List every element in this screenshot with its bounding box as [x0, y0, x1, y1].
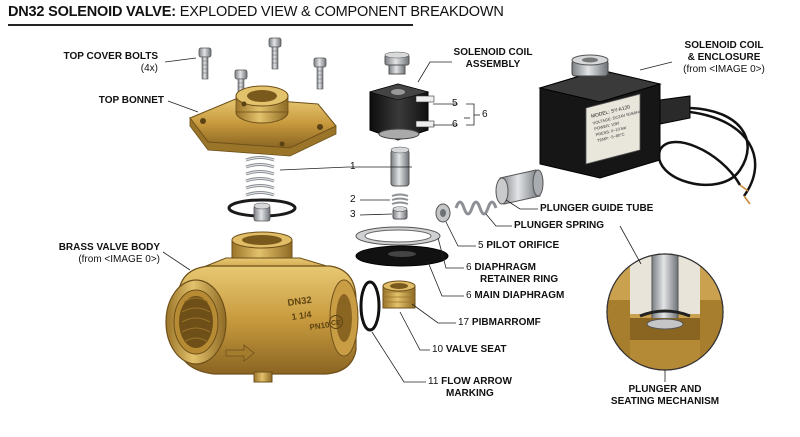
callout-1: 1	[350, 161, 356, 172]
label-main-diaphragm-text: MAIN DIAPHRAGM	[474, 290, 565, 301]
label-brass-valve-body-text: BRASS VALVE BODY	[58, 242, 160, 253]
label-top-bonnet: TOP BONNET	[98, 95, 164, 106]
label-flow-arrow-num: 11	[428, 376, 439, 387]
label-diaphragm-retainer-ring: 6 DIAPHRAGM RETAINER RING	[466, 262, 558, 286]
title-rest: EXPLODED VIEW & COMPONENT BREAKDOWN	[179, 4, 504, 20]
label-flow-arrow-text-1: FLOW ARROW	[441, 376, 512, 387]
body-marking-dn: DN32	[287, 295, 313, 309]
ce-mark: CE	[329, 315, 343, 329]
label-brass-valve-body: BRASS VALVE BODY (from <IMAGE 0>)	[30, 242, 160, 266]
callout-2: 2	[350, 194, 356, 205]
title-bold: DN32 SOLENOID VALVE:	[8, 4, 176, 20]
title-underline	[8, 24, 413, 26]
callout-3: 3	[350, 209, 356, 220]
label-solenoid-coil-enclosure-1: SOLENOID COIL	[684, 40, 764, 51]
label-brass-valve-body-src: (from <IMAGE 0>)	[78, 254, 160, 265]
label-flow-arrow-marking: 11 FLOW ARROW MARKING	[428, 376, 512, 400]
small-cap-3	[392, 206, 408, 220]
label-solenoid-coil-assembly-2: ASSEMBLY	[465, 59, 521, 70]
diagram-title: DN32 SOLENOID VALVE: EXPLODED VIEW & COM…	[8, 4, 504, 20]
main-spring	[245, 156, 275, 197]
label-main-diaphragm-num: 6	[466, 290, 472, 301]
label-solenoid-coil-enclosure-2: & ENCLOSURE	[687, 52, 761, 63]
small-spring-2	[391, 193, 409, 205]
coil-top-nut	[384, 51, 410, 75]
label-solenoid-coil-assembly: SOLENOID COIL ASSEMBLY	[448, 47, 538, 71]
callout-6b: 6	[482, 109, 488, 120]
label-top-cover-bolts-qty: (4x)	[140, 63, 158, 74]
label-main-diaphragm: 6 MAIN DIAPHRAGM	[466, 290, 564, 302]
label-plunger-spring: PLUNGER SPRING	[514, 220, 605, 231]
label-seal: 17 PIBMARROMF	[458, 317, 541, 329]
label-valve-seat-num: 10	[432, 344, 444, 355]
body-marking-ce: CE	[331, 320, 341, 327]
label-pilot-orifice-text: PILOT ORIFICE	[486, 240, 560, 251]
callout-5: 5	[452, 98, 458, 109]
label-plunger-guide-tube: PLUNGER GUIDE TUBE	[540, 203, 654, 214]
valve-seat	[382, 280, 416, 309]
brass-valve-body	[165, 231, 359, 383]
label-seal-text: PIBMARROMF	[471, 317, 541, 328]
top-bonnet	[189, 85, 337, 157]
plunger-seating-detail	[606, 253, 724, 371]
pilot-orifice	[435, 203, 451, 223]
label-retainer-text-1: DIAPHRAGM	[474, 262, 537, 273]
label-flow-arrow-text-2: MARKING	[446, 388, 494, 399]
label-seal-num: 17	[458, 317, 470, 328]
plunger-spring	[454, 200, 498, 216]
label-top-cover-bolts-text: TOP COVER BOLTS	[63, 51, 158, 62]
nameplate-line-3: POWER: 10W	[594, 120, 620, 131]
main-diaphragm	[355, 245, 449, 267]
label-plunger-mech-2: SEATING MECHANISM	[610, 396, 720, 407]
plunger-guide-tube	[495, 169, 544, 205]
diaphragm-retainer-ring	[355, 226, 441, 246]
label-valve-seat-text: VALVE SEAT	[445, 344, 507, 355]
label-pilot-orifice: 5 PILOT ORIFICE	[478, 240, 559, 252]
label-valve-seat: 10 VALVE SEAT	[432, 344, 506, 356]
nameplate-line-5: TEMP: -5~80°C	[597, 131, 626, 143]
body-marking-size: 1 1/4	[291, 309, 312, 322]
plunger-tube-1	[390, 146, 410, 187]
label-solenoid-coil-enclosure: SOLENOID COIL & ENCLOSURE (from <IMAGE 0…	[674, 40, 774, 76]
label-pilot-orifice-num: 5	[478, 240, 484, 251]
leader-lines	[162, 57, 673, 383]
label-top-cover-bolts: TOP COVER BOLTS (4x)	[48, 51, 158, 75]
label-plunger-seating-mechanism: PLUNGER AND SEATING MECHANISM	[610, 384, 720, 408]
label-solenoid-coil-enclosure-src: (from <IMAGE 0>)	[683, 64, 765, 75]
body-marking-pn: PN10	[309, 320, 331, 332]
label-plunger-mech-1: PLUNGER AND	[628, 384, 702, 395]
solenoid-coil-enclosure	[538, 54, 757, 205]
spring-cap	[253, 202, 271, 222]
label-retainer-num: 6	[466, 262, 472, 273]
o-ring-seal	[359, 280, 381, 332]
label-solenoid-coil-assembly-1: SOLENOID COIL	[453, 47, 533, 58]
solenoid-coil-assembly	[368, 83, 435, 141]
label-retainer-text-2: RETAINER RING	[480, 274, 559, 285]
callout-6a: 6	[452, 119, 458, 130]
top-cover-bolts	[198, 37, 327, 102]
